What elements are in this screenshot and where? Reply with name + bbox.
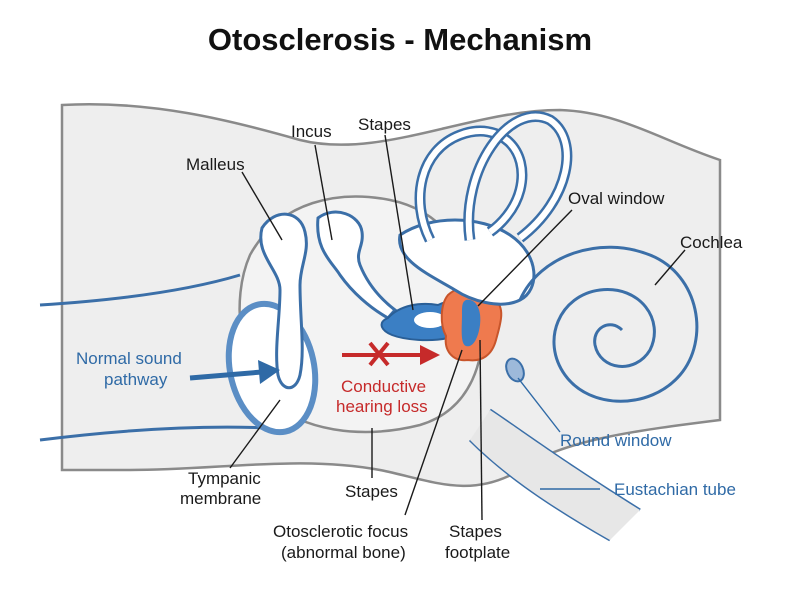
label-malleus: Malleus [186, 155, 245, 174]
label-stapes-bottom: Stapes [345, 482, 398, 501]
normal-sound-arrow-shaft [189, 369, 263, 381]
blocked-x-mark-2 [368, 341, 390, 367]
label-normal-sound-2: pathway [104, 370, 168, 389]
ear-canal-lower-wall [39, 425, 271, 442]
normal-sound-arrow-head [258, 360, 280, 384]
label-conductive-2: hearing loss [336, 397, 428, 416]
incus-bone [316, 210, 398, 320]
malleus-bone [259, 212, 308, 390]
blocked-arrow-head [420, 345, 440, 365]
label-focus-2: (abnormal bone) [281, 543, 406, 562]
label-normal-sound-1: Normal sound [76, 349, 182, 368]
diagram-title: Otosclerosis - Mechanism [207, 22, 593, 57]
leader-stapes-footplate [479, 339, 483, 521]
label-footplate-1: Stapes [449, 522, 502, 541]
eustachian-tube-fill [470, 410, 640, 540]
ear-canal-upper-wall [39, 273, 241, 307]
leader-cochlea [654, 249, 686, 286]
leader-incus [314, 144, 333, 241]
label-tympanic-1: Tympanic [188, 469, 261, 488]
label-footplate-2: footplate [445, 543, 510, 562]
cochlea-spiral [518, 245, 699, 403]
label-incus: Incus [291, 122, 332, 141]
semicircular-canal-2-inner [465, 113, 570, 241]
label-conductive-1: Conductive [341, 377, 426, 396]
label-cochlea: Cochlea [680, 233, 743, 252]
leader-otosclerotic-focus [404, 349, 463, 516]
leader-round-window [517, 377, 561, 433]
label-eustachian-tube: Eustachian tube [614, 480, 736, 499]
stapes-arch-opening [414, 312, 446, 328]
leader-tympanic [229, 399, 281, 469]
leader-malleus [241, 171, 283, 241]
leader-oval-window [477, 209, 573, 307]
leader-stapes-top [384, 134, 414, 311]
label-stapes-top: Stapes [358, 115, 411, 134]
label-oval-window: Oval window [568, 189, 665, 208]
label-tympanic-2: membrane [180, 489, 261, 508]
label-round-window: Round window [560, 431, 672, 450]
stapes-footplate [461, 299, 481, 347]
label-focus-1: Otosclerotic focus [273, 522, 408, 541]
